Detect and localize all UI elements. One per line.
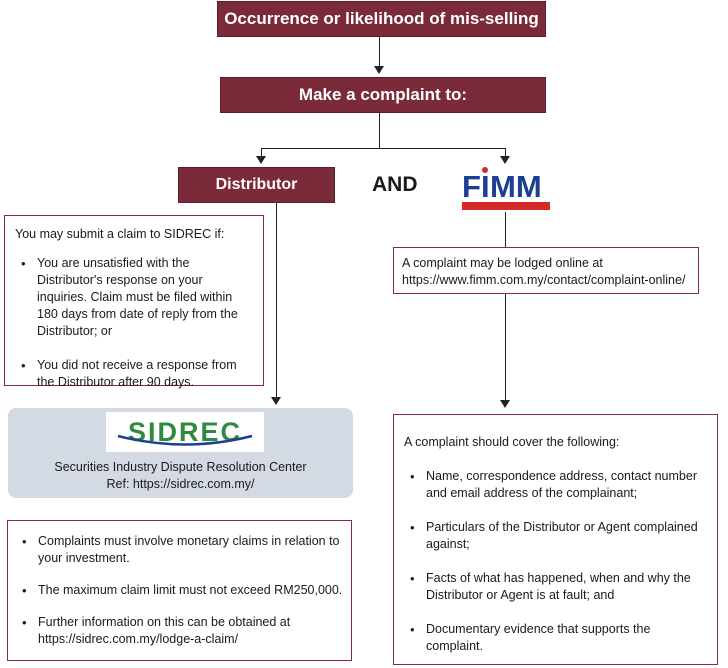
- complaint-cover-list: Name, correspondence address, contact nu…: [404, 468, 709, 655]
- connector-line: [261, 148, 506, 149]
- fimm-online-box: A complaint may be lodged online at http…: [393, 247, 699, 294]
- arrow-down-icon: [256, 156, 266, 164]
- connector-line: [276, 203, 277, 398]
- list-item: Particulars of the Distributor or Agent …: [404, 519, 709, 553]
- fimm-logo: F I MM: [461, 166, 551, 212]
- distributor-box: Distributor: [178, 167, 335, 203]
- occurrence-label: Occurrence or likelihood of mis-selling: [224, 9, 539, 28]
- distributor-label: Distributor: [215, 176, 298, 193]
- complaint-cover-intro: A complaint should cover the following:: [404, 435, 620, 449]
- fimm-logo-icon: F I MM: [462, 167, 550, 210]
- fimm-online-line1: A complaint may be lodged online at: [402, 256, 603, 270]
- arrow-down-icon: [374, 66, 384, 74]
- complaint-cover-box: A complaint should cover the following: …: [393, 414, 718, 665]
- connector-line: [505, 212, 506, 247]
- list-item: Name, correspondence address, contact nu…: [404, 468, 709, 502]
- occurrence-header: Occurrence or likelihood of mis-selling: [217, 1, 546, 37]
- list-item-text: Documentary evidence that supports the c…: [426, 622, 651, 653]
- sidrec-claim-intro: You may submit a claim to SIDREC if:: [15, 227, 225, 241]
- list-item-text: You are unsatisfied with the Distributor…: [37, 256, 238, 338]
- list-item: The maximum claim limit must not exceed …: [16, 582, 343, 599]
- sidrec-ref: Ref: https://sidrec.com.my/: [106, 477, 255, 491]
- list-item: Further information on this can be obtai…: [16, 614, 343, 648]
- fimm-online-url[interactable]: https://www.fimm.com.my/contact/complain…: [402, 273, 686, 287]
- list-item-text: Name, correspondence address, contact nu…: [426, 469, 697, 500]
- list-item: You are unsatisfied with the Distributor…: [15, 255, 255, 340]
- sidrec-logo-icon: SIDREC: [117, 417, 253, 447]
- list-item-text: You did not receive a response from the …: [37, 358, 237, 389]
- connector-line: [261, 148, 262, 156]
- fimm-logo-wordmark: F: [462, 169, 480, 204]
- connector-line: [505, 294, 506, 401]
- arrow-down-icon: [500, 400, 510, 408]
- list-item: Documentary evidence that supports the c…: [404, 621, 709, 655]
- sidrec-logo-swoosh: [117, 434, 253, 446]
- fimm-logo-dot: [482, 167, 488, 173]
- list-item: Facts of what has happened, when and why…: [404, 570, 709, 604]
- fimm-logo-wordmark: I: [481, 169, 490, 204]
- sidrec-claim-list: You are unsatisfied with the Distributor…: [15, 255, 255, 391]
- sidrec-panel: SIDREC Securities Industry Dispute Resol…: [8, 408, 353, 498]
- sidrec-name: Securities Industry Dispute Resolution C…: [54, 460, 307, 474]
- connector-line: [379, 113, 380, 149]
- connector-line: [379, 37, 380, 67]
- fimm-logo-tagline-bar: [462, 202, 550, 210]
- sidrec-logo-card: SIDREC: [106, 412, 264, 452]
- list-item: Complaints must involve monetary claims …: [16, 533, 343, 567]
- sidrec-info-box: Complaints must involve monetary claims …: [7, 520, 352, 661]
- and-label: AND: [372, 173, 418, 196]
- list-item: You did not receive a response from the …: [15, 357, 255, 391]
- sidrec-info-list: Complaints must involve monetary claims …: [16, 533, 343, 648]
- list-item-text: Particulars of the Distributor or Agent …: [426, 520, 698, 551]
- fimm-logo-wordmark: MM: [490, 169, 542, 204]
- list-item-text: The maximum claim limit must not exceed …: [38, 583, 343, 597]
- connector-line: [505, 148, 506, 156]
- list-item-text: Further information on this can be obtai…: [38, 615, 291, 646]
- make-complaint-label: Make a complaint to:: [298, 85, 468, 104]
- arrow-down-icon: [500, 156, 510, 164]
- list-item-text: Facts of what has happened, when and why…: [426, 571, 691, 602]
- sidrec-claim-box: You may submit a claim to SIDREC if: You…: [4, 215, 264, 389]
- list-item-text: Complaints must involve monetary claims …: [38, 534, 340, 565]
- arrow-down-icon: [271, 397, 281, 405]
- make-complaint-header: Make a complaint to:: [220, 77, 546, 113]
